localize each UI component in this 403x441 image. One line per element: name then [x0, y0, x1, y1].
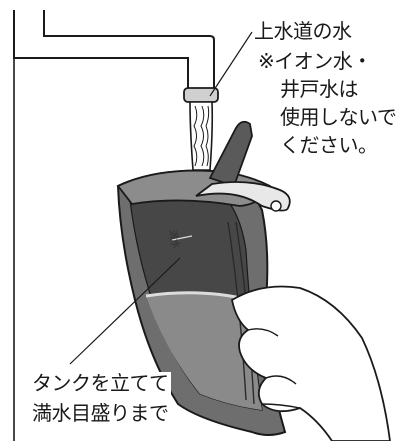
warning-line-3: 使用しないで: [280, 105, 397, 129]
tank-water-level: [146, 292, 262, 410]
warning-line-1: ※イオン水・: [258, 49, 372, 73]
tank-lid: [208, 120, 253, 188]
hand: [230, 285, 391, 441]
faucet-nozzle: [183, 87, 219, 103]
handle-knob: [270, 200, 282, 212]
warning-line-4: ください。: [280, 133, 378, 157]
tank-handle: [195, 181, 291, 212]
source-leader-line: [209, 31, 253, 97]
faucet-pipe: [13, 10, 215, 91]
water-source-label: 上水道の水: [254, 19, 352, 43]
fill-instruction-line-1: タンクを立てて: [30, 371, 171, 395]
full-water-mark: [171, 235, 193, 241]
fill-leader-line: [69, 257, 181, 365]
water-stream-texture: [193, 105, 210, 167]
hand-fingers: [247, 328, 301, 409]
warning-line-2: 井戸水は: [280, 77, 359, 101]
fill-instruction-line-2: 満水目盛りまで: [30, 401, 171, 425]
